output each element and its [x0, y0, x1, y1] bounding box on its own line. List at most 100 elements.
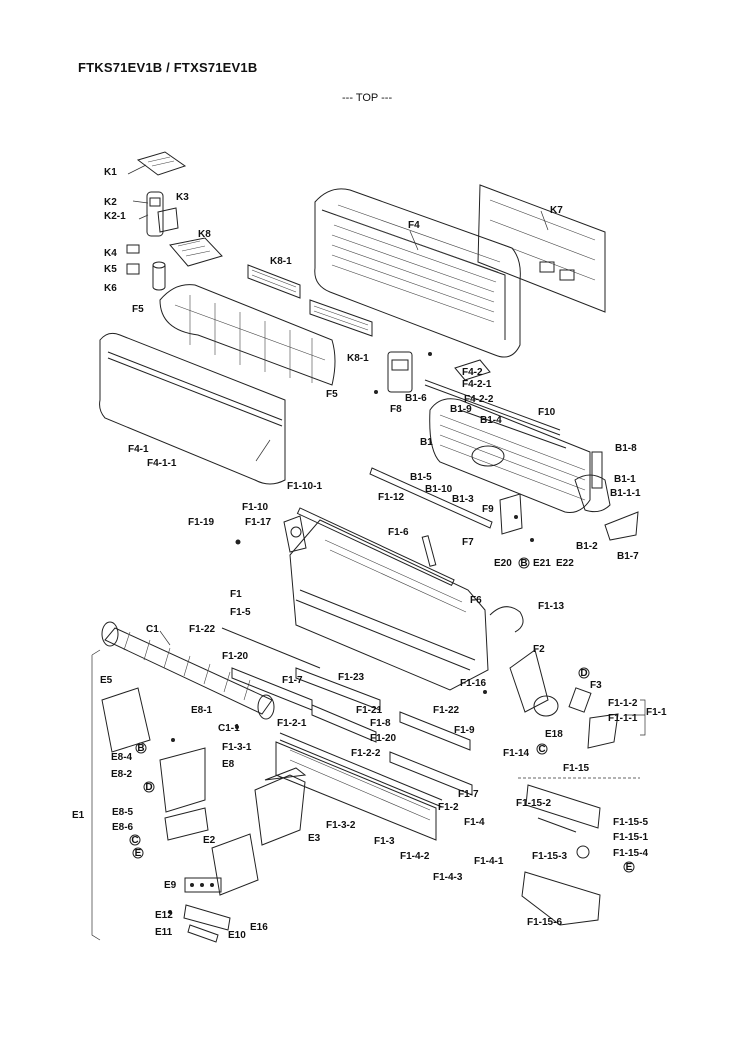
part-drawing-f9 — [499, 493, 523, 535]
part-label-f1-15: F1-15 — [563, 763, 590, 774]
part-label-f1-14: F1-14 — [503, 748, 530, 759]
part-label-f1-15-1: F1-15-1 — [613, 832, 648, 843]
part-label-k3: K3 — [176, 192, 189, 203]
part-label-f1-15-4: F1-15-4 — [613, 848, 648, 859]
part-label-b1-7: B1-7 — [617, 551, 639, 562]
part-label-f1-3: F1-3 — [374, 836, 395, 847]
connector-letter-e: E — [135, 848, 142, 859]
part-label-f3: F3 — [590, 680, 602, 691]
part-drawing-k6 — [152, 265, 166, 291]
part-label-e2: E2 — [203, 835, 216, 846]
screws — [168, 352, 534, 914]
part-label-f1-17: F1-17 — [245, 517, 272, 528]
part-label-f1-23: F1-23 — [338, 672, 365, 683]
part-label-e8-4: E8-4 — [111, 752, 133, 763]
part-drawing-e10-e12 — [183, 904, 231, 931]
part-label-f1-22: F1-22 — [433, 705, 460, 716]
part-label-e22: E22 — [556, 558, 574, 569]
part-label-f1-2-2: F1-2-2 — [351, 748, 381, 759]
part-label-e8-5: E8-5 — [112, 807, 134, 818]
part-label-k8-1: K8-1 — [270, 256, 292, 267]
connector-mark-c-2 — [129, 834, 141, 846]
connector-mark-d-2 — [143, 781, 155, 793]
part-label-f4-2-2: F4-2-2 — [464, 394, 494, 405]
connector-letter-e: E — [626, 862, 633, 873]
part-drawing-e8 — [159, 747, 206, 813]
part-label-f1-15-6: F1-15-6 — [527, 917, 562, 928]
part-label-b1-9: B1-9 — [450, 404, 472, 415]
part-label-f1-2: F1-2 — [438, 802, 459, 813]
part-label-f4-1: F4-1 — [128, 444, 149, 455]
part-drawing-e2-pcb — [211, 833, 259, 896]
connector-letter-c: C — [538, 744, 545, 755]
part-label-k8-1: K8-1 — [347, 353, 369, 364]
part-drawing-c1-fan — [101, 621, 275, 720]
part-drawing-k1-manual — [136, 151, 187, 176]
part-label-f4-2-1: F4-2-1 — [462, 379, 492, 390]
part-drawing-f4-1-front-panel — [99, 332, 286, 485]
part-label-f2: F2 — [533, 644, 545, 655]
part-drawing-f1-1-bearing — [568, 687, 619, 749]
part-label-k7: K7 — [550, 205, 563, 216]
part-drawing-e8-5 — [164, 807, 209, 841]
part-label-b1: B1 — [420, 437, 433, 448]
connector-mark-b-1 — [518, 557, 530, 569]
part-drawing-f1-chassis — [289, 507, 489, 691]
part-label-e12: E12 — [155, 910, 173, 921]
part-label-e5: E5 — [100, 675, 113, 686]
part-label-f1-8: F1-8 — [370, 718, 391, 729]
part-label-k2-1: K2-1 — [104, 211, 126, 222]
part-label-f1-10: F1-10 — [242, 502, 269, 513]
part-label-f1-4-2: F1-4-2 — [400, 851, 430, 862]
part-drawing-f4-casing — [314, 188, 521, 358]
part-label-b1-3: B1-3 — [452, 494, 474, 505]
part-label-f1-10-1: F1-10-1 — [287, 481, 322, 492]
f1-1-group-bracket — [640, 699, 646, 736]
part-drawing-f7 — [369, 467, 493, 529]
part-drawing-b1-heat-exchanger — [429, 398, 591, 513]
part-label-k2: K2 — [104, 197, 117, 208]
part-drawing-e9-terminal — [184, 877, 222, 893]
part-label-f1-4: F1-4 — [464, 817, 485, 828]
part-label-f7: F7 — [462, 537, 474, 548]
part-label-e10: E10 — [228, 930, 246, 941]
part-label-f5: F5 — [326, 389, 338, 400]
connector-letter-c: C — [131, 835, 138, 846]
part-label-f1-15-3: F1-15-3 — [532, 851, 567, 862]
part-label-f1-13: F1-13 — [538, 601, 565, 612]
e1-group-bracket — [91, 649, 101, 941]
part-drawing-f4-2 — [454, 359, 491, 381]
part-label-f1: F1 — [230, 589, 242, 600]
part-label-f1-3-1: F1-3-1 — [222, 742, 252, 753]
part-drawing-k8-1-lower — [309, 299, 373, 337]
part-label-e21: E21 — [533, 558, 551, 569]
page-title: FTKS71EV1B / FTXS71EV1B — [78, 60, 258, 75]
part-label-b1-6: B1-6 — [405, 393, 427, 404]
part-label-f1-6: F1-6 — [388, 527, 409, 538]
connector-letter-b: B — [137, 743, 144, 754]
leader-lines — [127, 164, 645, 716]
part-label-e16: E16 — [250, 922, 268, 933]
part-label-f9: F9 — [482, 504, 494, 515]
part-drawing-f1-6-pipe — [421, 535, 437, 567]
connector-mark-c-1 — [536, 743, 548, 755]
connector-letter-b: B — [520, 558, 527, 569]
part-label-f1-7: F1-7 — [282, 675, 303, 686]
part-drawing-k8-1-upper — [247, 264, 301, 299]
part-label-e8: E8 — [222, 759, 235, 770]
part-label-f1-4-1: F1-4-1 — [474, 856, 504, 867]
part-label-f1-15-2: F1-15-2 — [516, 798, 551, 809]
part-label-f1-21: F1-21 — [356, 705, 383, 716]
part-drawing-e5 — [101, 687, 151, 753]
part-drawing-k2-remote — [146, 191, 164, 237]
part-label-b1-8: B1-8 — [615, 443, 637, 454]
part-label-k8: K8 — [198, 229, 211, 240]
part-drawing-f1-10 — [283, 515, 307, 553]
connector-mark-b-2 — [135, 742, 147, 754]
part-label-e18: E18 — [545, 729, 563, 740]
part-label-f1-5: F1-5 — [230, 607, 251, 618]
part-label-e1: E1 — [72, 810, 85, 821]
part-label-f1-20: F1-20 — [370, 733, 397, 744]
part-label-e9: E9 — [164, 880, 177, 891]
